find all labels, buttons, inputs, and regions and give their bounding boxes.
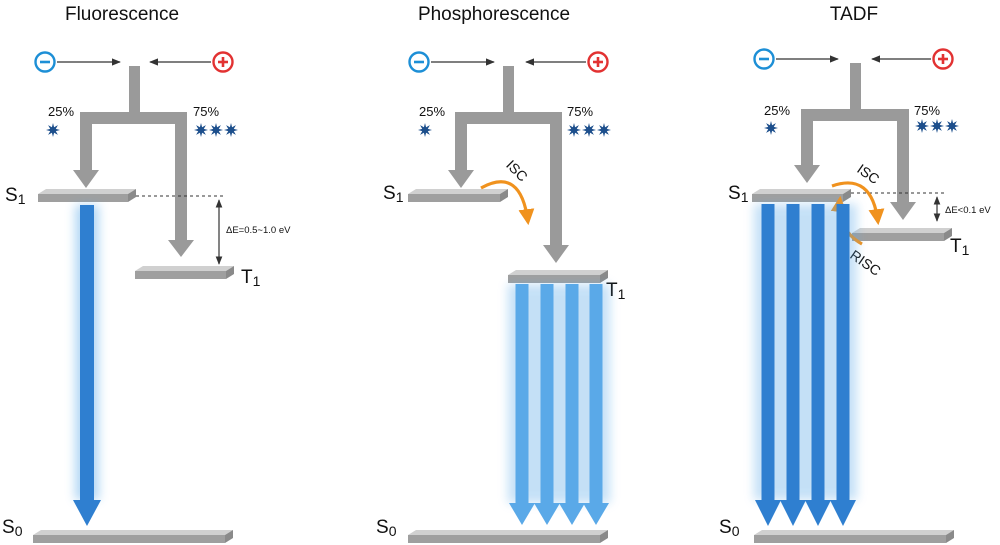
minus-charge-icon [408, 51, 430, 73]
phosphorescence-emission-arrows [508, 284, 610, 525]
emission-arrowhead [583, 503, 609, 525]
emission-arrowhead [534, 503, 560, 525]
exciton-star-icon [764, 121, 778, 135]
singlet-exciton-star-icon [46, 123, 60, 137]
exciton-star-icon [930, 119, 944, 133]
panel-title: Fluorescence [65, 4, 179, 25]
exciton-split-arrows [794, 63, 916, 220]
exciton-split-arrows [73, 66, 194, 257]
triplet-percent: 75% [914, 103, 940, 118]
s0-level [754, 530, 954, 543]
plus-charge-icon [932, 48, 954, 70]
exciton-star-icon [209, 123, 223, 137]
s1-level [408, 189, 508, 202]
singlet-exciton-star-icon [764, 121, 778, 135]
exciton-star-icon [194, 123, 208, 137]
t1-label: T1 [241, 267, 261, 289]
exciton-split-arrows [448, 66, 569, 263]
panel-phosphorescence: Phosphorescence 25% 75% S1 ISC [376, 4, 626, 543]
emission-beam [565, 284, 579, 505]
exciton-star-icon [597, 123, 611, 137]
emission-arrowhead [559, 503, 585, 525]
exciton-star-icon [224, 123, 238, 137]
panel-fluorescence: Fluorescence 25% 75% S1 [2, 4, 291, 543]
t1-level [852, 228, 952, 241]
triplet-percent: 75% [193, 104, 219, 119]
t1-level [508, 270, 608, 283]
emission-beam [540, 284, 554, 505]
panel-tadf: TADF 25% 75% S1 ΔE<0.1 eV [719, 4, 991, 543]
exciton-star-icon [567, 123, 581, 137]
s0-label: S0 [719, 517, 740, 539]
exciton-star-icon [46, 123, 60, 137]
exciton-star-icon [915, 119, 929, 133]
exciton-star-icon [945, 119, 959, 133]
emission-arrowhead [509, 503, 535, 525]
plus-charge-icon [587, 51, 609, 73]
plus-charge-icon [212, 51, 234, 73]
singlet-percent: 25% [764, 103, 790, 118]
panel-title: Phosphorescence [418, 4, 570, 25]
emission-arrowhead [830, 500, 856, 526]
s0-level [408, 530, 608, 543]
s1-level [38, 189, 136, 202]
emission-beam [761, 204, 775, 502]
isc-label: ISC [503, 157, 531, 185]
isc-label: ISC [854, 161, 882, 187]
s1-label: S1 [728, 183, 749, 205]
emission-arrowhead [805, 500, 831, 526]
singlet-percent: 25% [419, 104, 445, 119]
exciton-star-icon [582, 123, 596, 137]
triplet-exciton-star-icons [567, 123, 611, 137]
emission-arrowhead [755, 500, 781, 526]
energy-gap-label: ΔE<0.1 eV [945, 205, 991, 216]
triplet-percent: 75% [567, 104, 593, 119]
tadf-emission-arrows [754, 204, 857, 526]
triplet-exciton-star-icons [194, 123, 238, 137]
minus-charge-icon [753, 48, 775, 70]
s0-level [33, 530, 233, 543]
s0-label: S0 [376, 517, 397, 539]
emission-beam [515, 284, 529, 505]
energy-gap-label: ΔE=0.5~1.0 eV [226, 225, 291, 236]
emission-beam [589, 284, 603, 505]
s0-label: S0 [2, 517, 23, 539]
s1-level [752, 189, 851, 202]
triplet-exciton-star-icons [915, 119, 959, 133]
emission-beam [786, 204, 800, 502]
minus-charge-icon [34, 51, 56, 73]
singlet-exciton-star-icon [418, 123, 432, 137]
panel-title: TADF [830, 4, 878, 25]
isc-curved-arrow [480, 180, 535, 226]
s1-label: S1 [5, 185, 26, 207]
fluorescence-emission-arrow [73, 205, 101, 526]
emission-arrowhead [780, 500, 806, 526]
t1-label: T1 [950, 236, 970, 258]
t1-level [135, 266, 234, 279]
s1-label: S1 [383, 183, 404, 205]
emission-beam [811, 204, 825, 502]
emission-beam [836, 204, 850, 502]
singlet-percent: 25% [48, 104, 74, 119]
isc-curved-arrow [831, 181, 885, 226]
exciton-star-icon [418, 123, 432, 137]
